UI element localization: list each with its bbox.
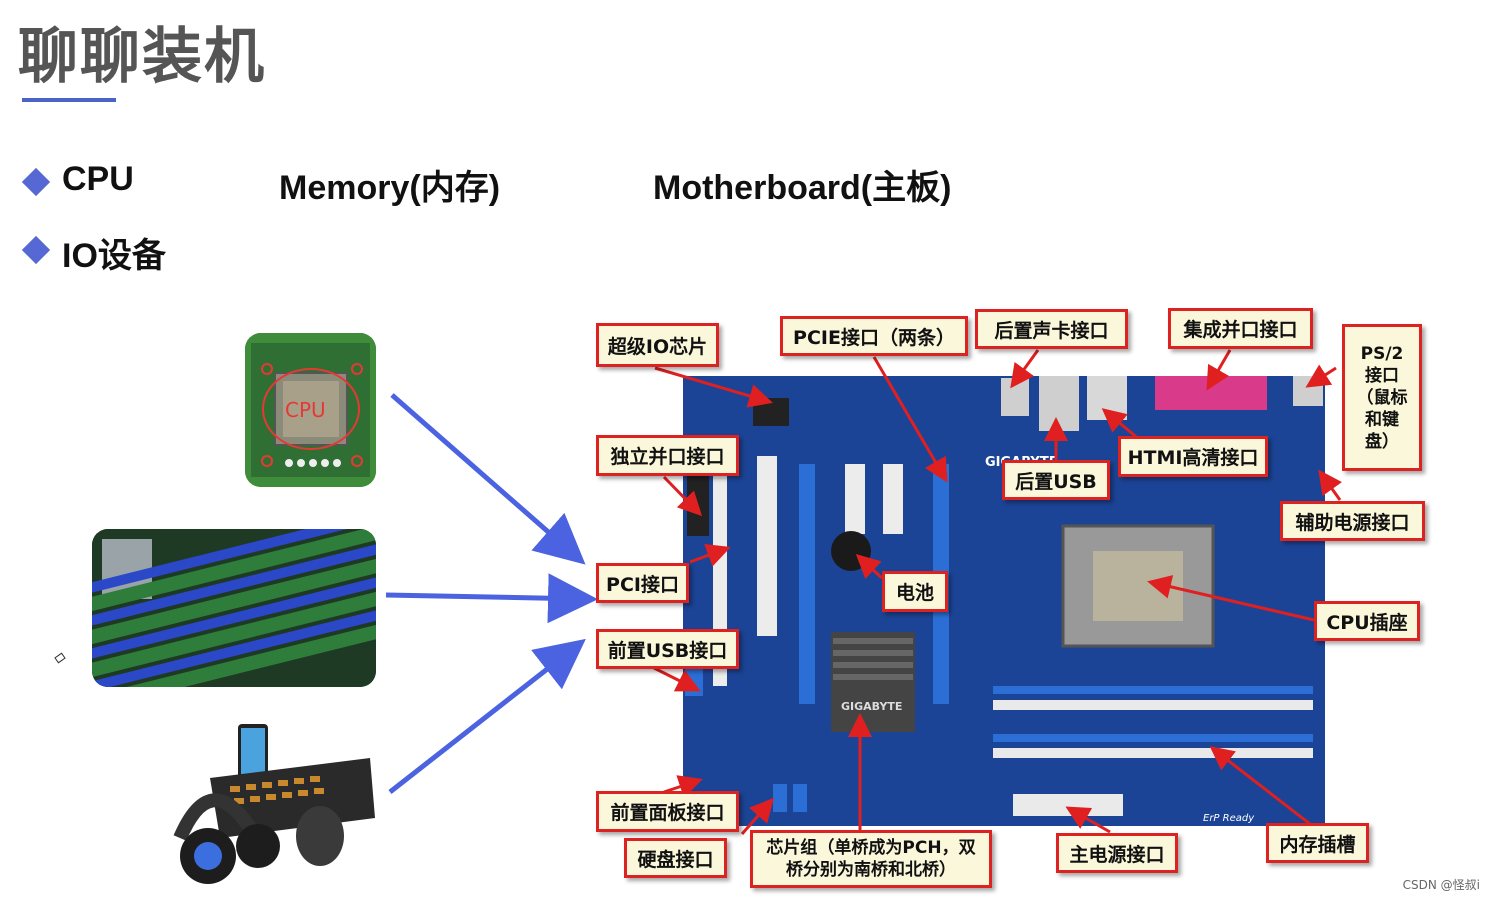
callout-front-panel: 前置面板接口 [596, 791, 739, 832]
bullet-cpu: CPU [62, 160, 134, 198]
bullet-io: IO设备 [62, 237, 166, 275]
callout-ps2: PS/2 接口（鼠标和键盘） [1342, 324, 1422, 471]
callout-super-io: 超级IO芯片 [596, 323, 719, 367]
callout-parallel-standalone: 独立并口接口 [596, 435, 739, 476]
title-underline [22, 98, 116, 102]
arrow-cpu [390, 393, 586, 565]
cpu-photo-label: CPU [285, 398, 326, 422]
callout-hdmi: HTMI高清接口 [1118, 436, 1268, 477]
arrow-io [388, 638, 586, 794]
page-title: 聊聊装机 [18, 22, 266, 92]
eraser-cursor-icon [54, 652, 66, 664]
arrow-memory [385, 573, 598, 624]
bullet-motherboard: Motherboard(主板) [653, 169, 952, 207]
bullet-memory: Memory(内存) [279, 169, 501, 207]
callout-chipset: 芯片组（单桥成为PCH，双桥分别为南桥和北桥） [750, 830, 992, 888]
callout-rear-audio: 后置声卡接口 [975, 309, 1128, 349]
callout-front-usb: 前置USB接口 [596, 629, 739, 669]
callout-pcie: PCIE接口（两条） [780, 316, 968, 356]
memory-photo [92, 529, 376, 687]
callout-memory-slot: 内存插槽 [1266, 823, 1369, 863]
callout-battery: 电池 [882, 571, 948, 612]
io-devices-photo [170, 718, 375, 890]
chipset-brand-text: GIGABYTE [841, 700, 902, 713]
callout-cpu-socket: CPU插座 [1314, 601, 1420, 641]
cpu-photo: CPU [245, 333, 376, 487]
callout-main-power: 主电源接口 [1056, 833, 1178, 873]
callout-disk: 硬盘接口 [624, 838, 727, 878]
callout-parallel-integrated: 集成并口接口 [1168, 308, 1313, 349]
erp-text: ErP Ready [1203, 813, 1255, 824]
callout-aux-power: 辅助电源接口 [1280, 501, 1425, 541]
watermark: CSDN @怪叔i [1402, 878, 1480, 892]
callout-rear-usb: 后置USB [1002, 460, 1110, 500]
callout-pci: PCI接口 [596, 563, 689, 603]
